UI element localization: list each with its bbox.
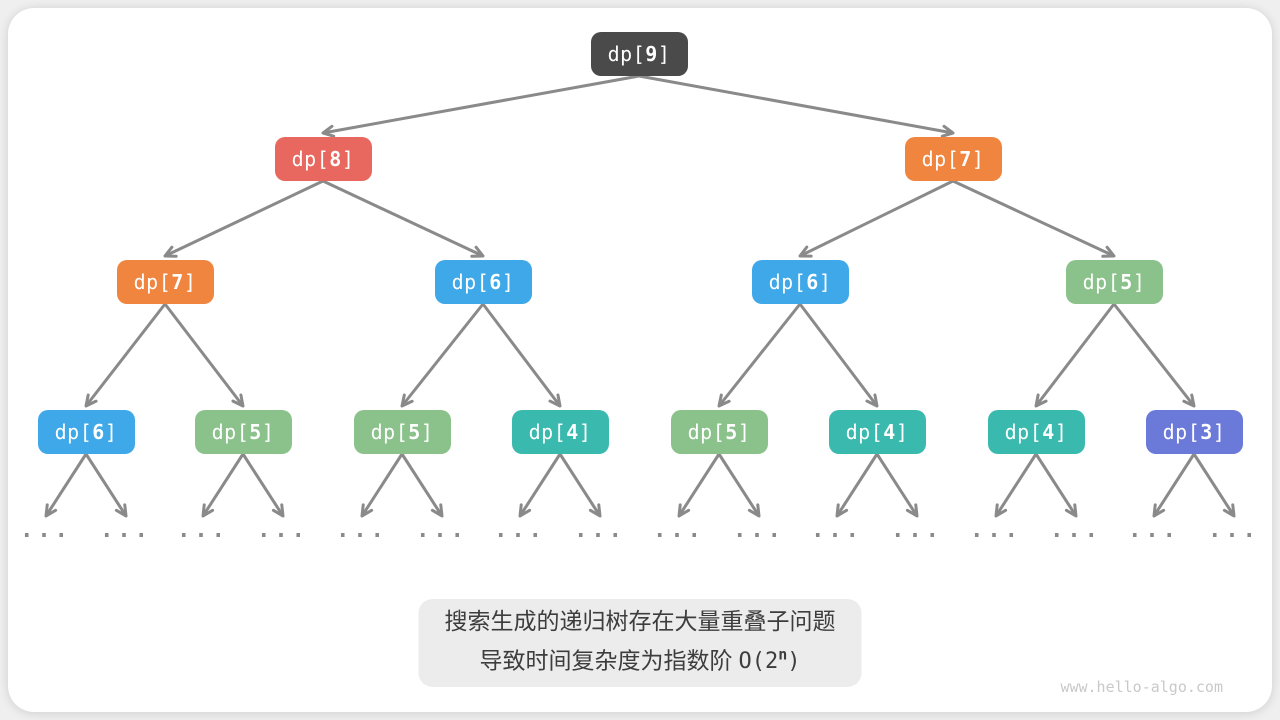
tree-node-label: 6 (489, 270, 502, 294)
tree-node-label: dp[ (768, 270, 807, 294)
tree-node-label: ] (104, 420, 118, 444)
caption-line2-text: 导致时间复杂度为指数阶 (479, 648, 733, 675)
tree-node-label: ] (1212, 420, 1226, 444)
tree-node: dp[7] (116, 260, 214, 304)
ellipsis: ... (574, 518, 626, 543)
tree-node-label: ] (818, 270, 832, 294)
tree-node-label: dp[ (211, 420, 250, 444)
tree-node-label: 5 (725, 420, 738, 444)
tree-node-label: dp[ (54, 420, 93, 444)
tree-node: dp[8] (274, 137, 372, 181)
tree-node-label: ] (971, 147, 985, 171)
tree-node-label: 4 (566, 420, 579, 444)
ellipsis: ... (1208, 518, 1260, 543)
tree-node-label: dp[ (1162, 420, 1201, 444)
tree-node-label: 4 (883, 420, 896, 444)
ellipsis: ... (970, 518, 1022, 543)
tree-node: dp[4] (987, 410, 1085, 454)
tree-node-label: ] (657, 42, 671, 66)
tree-node-label: 6 (92, 420, 105, 444)
tree-node-label: ] (737, 420, 751, 444)
tree-node: dp[7] (904, 137, 1002, 181)
ellipsis: ... (20, 518, 72, 543)
tree-node-label: 5 (1120, 270, 1133, 294)
ellipsis: ... (1128, 518, 1180, 543)
complexity-post: ) (787, 649, 801, 675)
ellipsis: ... (177, 518, 229, 543)
tree-node: dp[4] (511, 410, 609, 454)
tree-node-label: dp[ (687, 420, 726, 444)
complexity-pre: O(2 (738, 649, 779, 675)
tree-node-label: dp[ (845, 420, 884, 444)
tree-node-label: dp[ (528, 420, 567, 444)
tree-node-label: 5 (249, 420, 262, 444)
tree-node-label: 3 (1200, 420, 1213, 444)
ellipsis: ... (811, 518, 863, 543)
tree-node-label: 7 (959, 147, 972, 171)
ellipsis: ... (891, 518, 943, 543)
tree-node-label: dp[ (607, 42, 646, 66)
tree-node-label: ] (1054, 420, 1068, 444)
tree-node-label: ] (1132, 270, 1146, 294)
tree-node-label: ] (420, 420, 434, 444)
tree-node: dp[5] (670, 410, 768, 454)
tree-node-label: 6 (806, 270, 819, 294)
tree-node-label: 7 (171, 270, 184, 294)
tree-node-label: ] (183, 270, 197, 294)
ellipsis: ... (1050, 518, 1102, 543)
ellipsis: ... (653, 518, 705, 543)
tree-node-label: dp[ (370, 420, 409, 444)
ellipsis: ... (100, 518, 152, 543)
tree-node-label: 5 (408, 420, 421, 444)
tree-node-label: dp[ (291, 147, 330, 171)
tree-node-label: ] (341, 147, 355, 171)
tree-node: dp[5] (1065, 260, 1163, 304)
watermark: www.hello-algo.com (1060, 678, 1223, 696)
tree-node-label: 8 (329, 147, 342, 171)
ellipsis: ... (257, 518, 309, 543)
tree-node: dp[5] (353, 410, 451, 454)
tree-node-label: ] (261, 420, 275, 444)
ellipsis: ... (733, 518, 785, 543)
tree-node-label: ] (501, 270, 515, 294)
tree-node-label: 9 (645, 42, 658, 66)
tree-node-label: 4 (1042, 420, 1055, 444)
tree-node: dp[6] (37, 410, 135, 454)
ellipsis: ... (416, 518, 468, 543)
tree-node-label: dp[ (1004, 420, 1043, 444)
ellipsis: ... (494, 518, 546, 543)
tree-node-label: dp[ (451, 270, 490, 294)
tree-node-label: dp[ (1082, 270, 1121, 294)
caption-line1: 搜索生成的递归树存在大量重叠子问题 (444, 609, 836, 635)
tree-node: dp[6] (751, 260, 849, 304)
tree-node: dp[9] (590, 32, 688, 76)
tree-node: dp[3] (1145, 410, 1243, 454)
tree-node-label: ] (895, 420, 909, 444)
tree-node: dp[4] (828, 410, 926, 454)
tree-node-label: ] (578, 420, 592, 444)
tree-node-label: dp[ (133, 270, 172, 294)
complexity-exponent: n (778, 646, 788, 664)
tree-node: dp[6] (434, 260, 532, 304)
tree-node: dp[5] (194, 410, 292, 454)
tree-node-label: dp[ (921, 147, 960, 171)
complexity-notation: O(2n) (738, 646, 801, 675)
ellipsis: ... (336, 518, 388, 543)
